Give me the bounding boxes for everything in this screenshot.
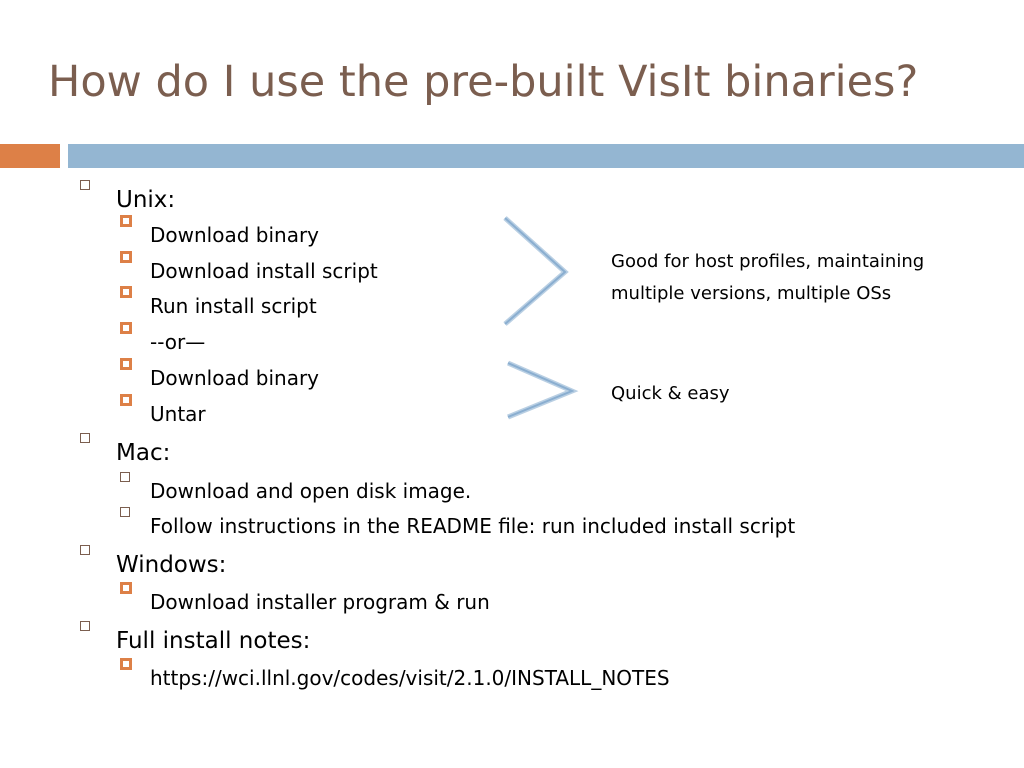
filled-square-bullet-icon: [120, 582, 132, 594]
sub-bullet-text: --or—: [150, 330, 206, 354]
filled-square-bullet-icon: [120, 251, 132, 263]
square-bullet-icon: [80, 621, 90, 631]
sub-bullet-text: Download binary: [150, 223, 320, 247]
callout-line: multiple versions, multiple OSs: [611, 283, 892, 304]
bullet-label: Full install notes:: [116, 628, 311, 654]
filled-square-bullet-icon: [120, 358, 132, 370]
callout-quick-easy: Quick & easy: [611, 383, 730, 404]
filled-square-bullet-icon: [120, 215, 132, 227]
sub-bullet-text: Download binary: [150, 366, 320, 390]
sub-bullet-text: Download install script: [150, 259, 378, 283]
square-bullet-icon: [80, 433, 90, 443]
bullet-label: Mac:: [116, 440, 171, 466]
hollow-square-bullet-icon: [120, 507, 130, 517]
bullet-label: Unix:: [116, 187, 176, 213]
sub-bullet-text: Untar: [150, 402, 206, 426]
chevron-bracket-icon: [503, 216, 569, 326]
sub-bullet-text: Download installer program & run: [150, 590, 490, 614]
install-notes-link: https://wci.llnl.gov/codes/visit/2.1.0/I…: [150, 666, 670, 690]
filled-square-bullet-icon: [120, 322, 132, 334]
accent-bar-blue: [68, 144, 1024, 168]
sub-bullet-text: Run install script: [150, 294, 317, 318]
accent-bar-orange: [0, 144, 60, 168]
sub-bullet-text: Download and open disk image.: [150, 479, 472, 503]
filled-square-bullet-icon: [120, 658, 132, 670]
filled-square-bullet-icon: [120, 286, 132, 298]
filled-square-bullet-icon: [120, 394, 132, 406]
chevron-bracket-icon: [506, 360, 579, 420]
bullet-label: Windows:: [116, 552, 227, 578]
callout-line: Good for host profiles, maintaining: [611, 251, 925, 272]
slide-title: How do I use the pre-built VisIt binarie…: [48, 57, 919, 107]
square-bullet-icon: [80, 545, 90, 555]
hollow-square-bullet-icon: [120, 472, 130, 482]
square-bullet-icon: [80, 180, 90, 190]
callout-host-profiles: Good for host profiles, maintaining mult…: [611, 246, 924, 310]
sub-bullet-text: Follow instructions in the README file: …: [150, 514, 796, 538]
